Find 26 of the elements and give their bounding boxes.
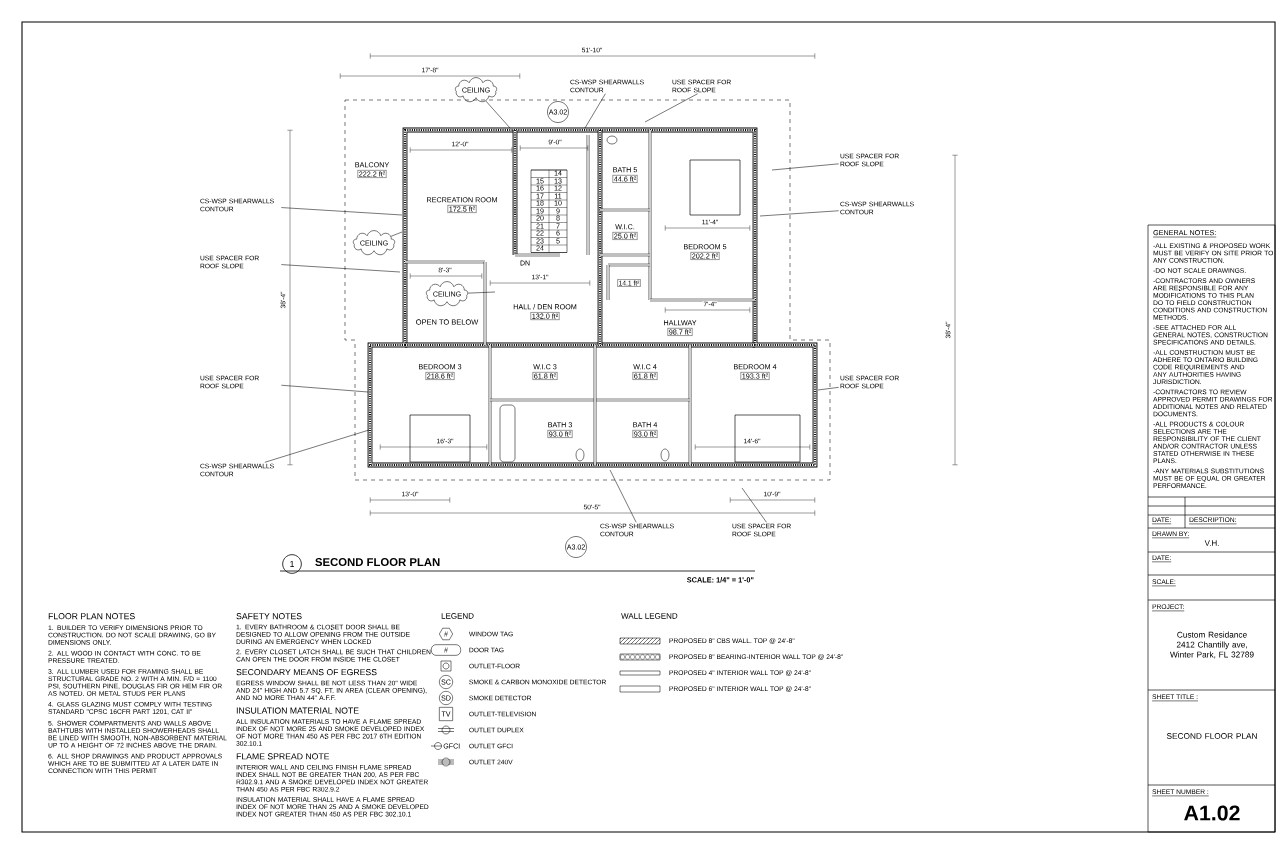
legend-heading: WALL LEGEND xyxy=(621,613,678,619)
note-heading: FLOOR PLAN NOTES xyxy=(48,613,135,620)
note-heading: SAFETY NOTES xyxy=(236,613,302,620)
leader-line xyxy=(644,93,698,123)
title-block-value: V.H. xyxy=(1204,540,1219,546)
leader-line xyxy=(467,291,496,294)
leader-line xyxy=(390,231,403,237)
leader-line xyxy=(281,264,401,273)
leader-line xyxy=(609,469,637,523)
leader-line xyxy=(817,387,839,391)
leader-line xyxy=(281,207,403,216)
leader-line xyxy=(759,210,839,217)
note-heading: FLAME SPREAD NOTE xyxy=(236,753,330,760)
drawing-title: SECOND FLOOR PLAN xyxy=(315,558,440,567)
leader-line xyxy=(741,487,767,523)
leader-line xyxy=(485,100,511,129)
leader-line xyxy=(281,384,369,393)
legend-heading: LEGEND xyxy=(441,613,474,619)
sheet-number: A1.02 xyxy=(1184,805,1240,821)
leader-line xyxy=(771,163,839,171)
leader-line xyxy=(584,93,606,129)
note-heading: INSULATION MATERIAL NOTE xyxy=(236,707,359,714)
title-block-value: SECOND FLOOR PLAN xyxy=(1166,733,1257,739)
leader-line xyxy=(264,429,370,463)
note-heading: SECONDARY MEANS OF EGRESS xyxy=(236,669,377,676)
title-block-value: Custom Residance 2412 Chantilly ave, Winter Park, FL 32789 xyxy=(1170,631,1254,659)
